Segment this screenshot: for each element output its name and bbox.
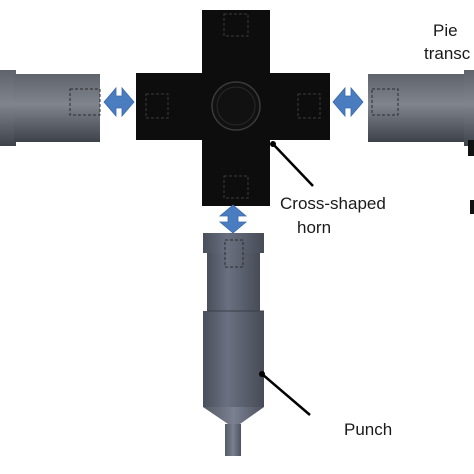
leader-line-punch: [259, 371, 311, 416]
vibration-arrow-left-icon: [103, 86, 135, 118]
right-transducer: [368, 70, 474, 214]
leader-line-horn: [270, 141, 314, 187]
left-transducer: [0, 70, 101, 146]
cross-shaped-horn: [136, 10, 330, 206]
vibration-arrow-right-icon: [332, 86, 364, 118]
transducer-label-line2: transc: [424, 44, 471, 63]
horn-label-line1: Cross-shaped: [280, 194, 386, 213]
punch-label: Punch: [344, 420, 393, 439]
punch: [203, 233, 264, 456]
transducer-label-line1: Pie: [433, 21, 458, 40]
vibration-arrow-bottom-icon: [218, 204, 248, 234]
horn-label-line2: horn: [297, 218, 332, 237]
